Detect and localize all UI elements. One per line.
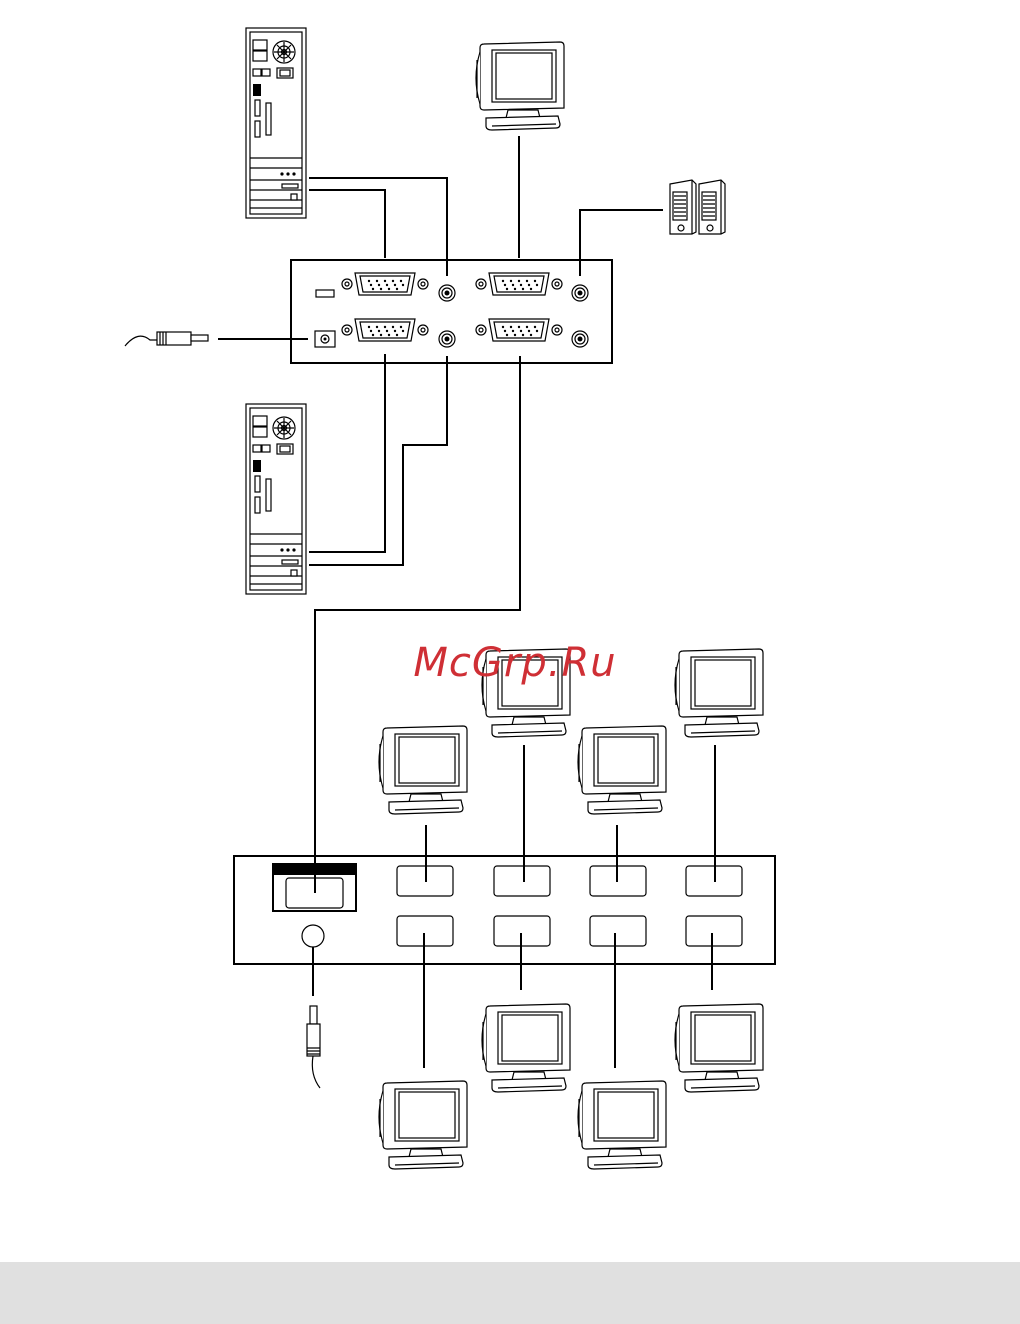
- crt-monitor-icon: [482, 649, 570, 737]
- crt-monitor-icon: [675, 1004, 763, 1092]
- kvm-extender-unit: [291, 260, 612, 363]
- crt-monitor-icon: [482, 1004, 570, 1092]
- computer-tower-icon: [246, 404, 306, 594]
- computer-tower-icon: [246, 28, 306, 218]
- power-adapter-icon: [307, 947, 320, 1088]
- crt-monitor-icon: [379, 1081, 467, 1169]
- power-adapter-icon: [125, 332, 308, 346]
- crt-monitor-icon: [578, 726, 666, 814]
- crt-monitor-icon: [675, 649, 763, 737]
- speakers-icon: [670, 180, 725, 234]
- crt-monitor-icon: [578, 1081, 666, 1169]
- crt-monitor-icon: [476, 42, 564, 130]
- video-splitter-unit: [234, 856, 775, 964]
- crt-monitor-icon: [379, 726, 467, 814]
- footer-band: [0, 1262, 1020, 1324]
